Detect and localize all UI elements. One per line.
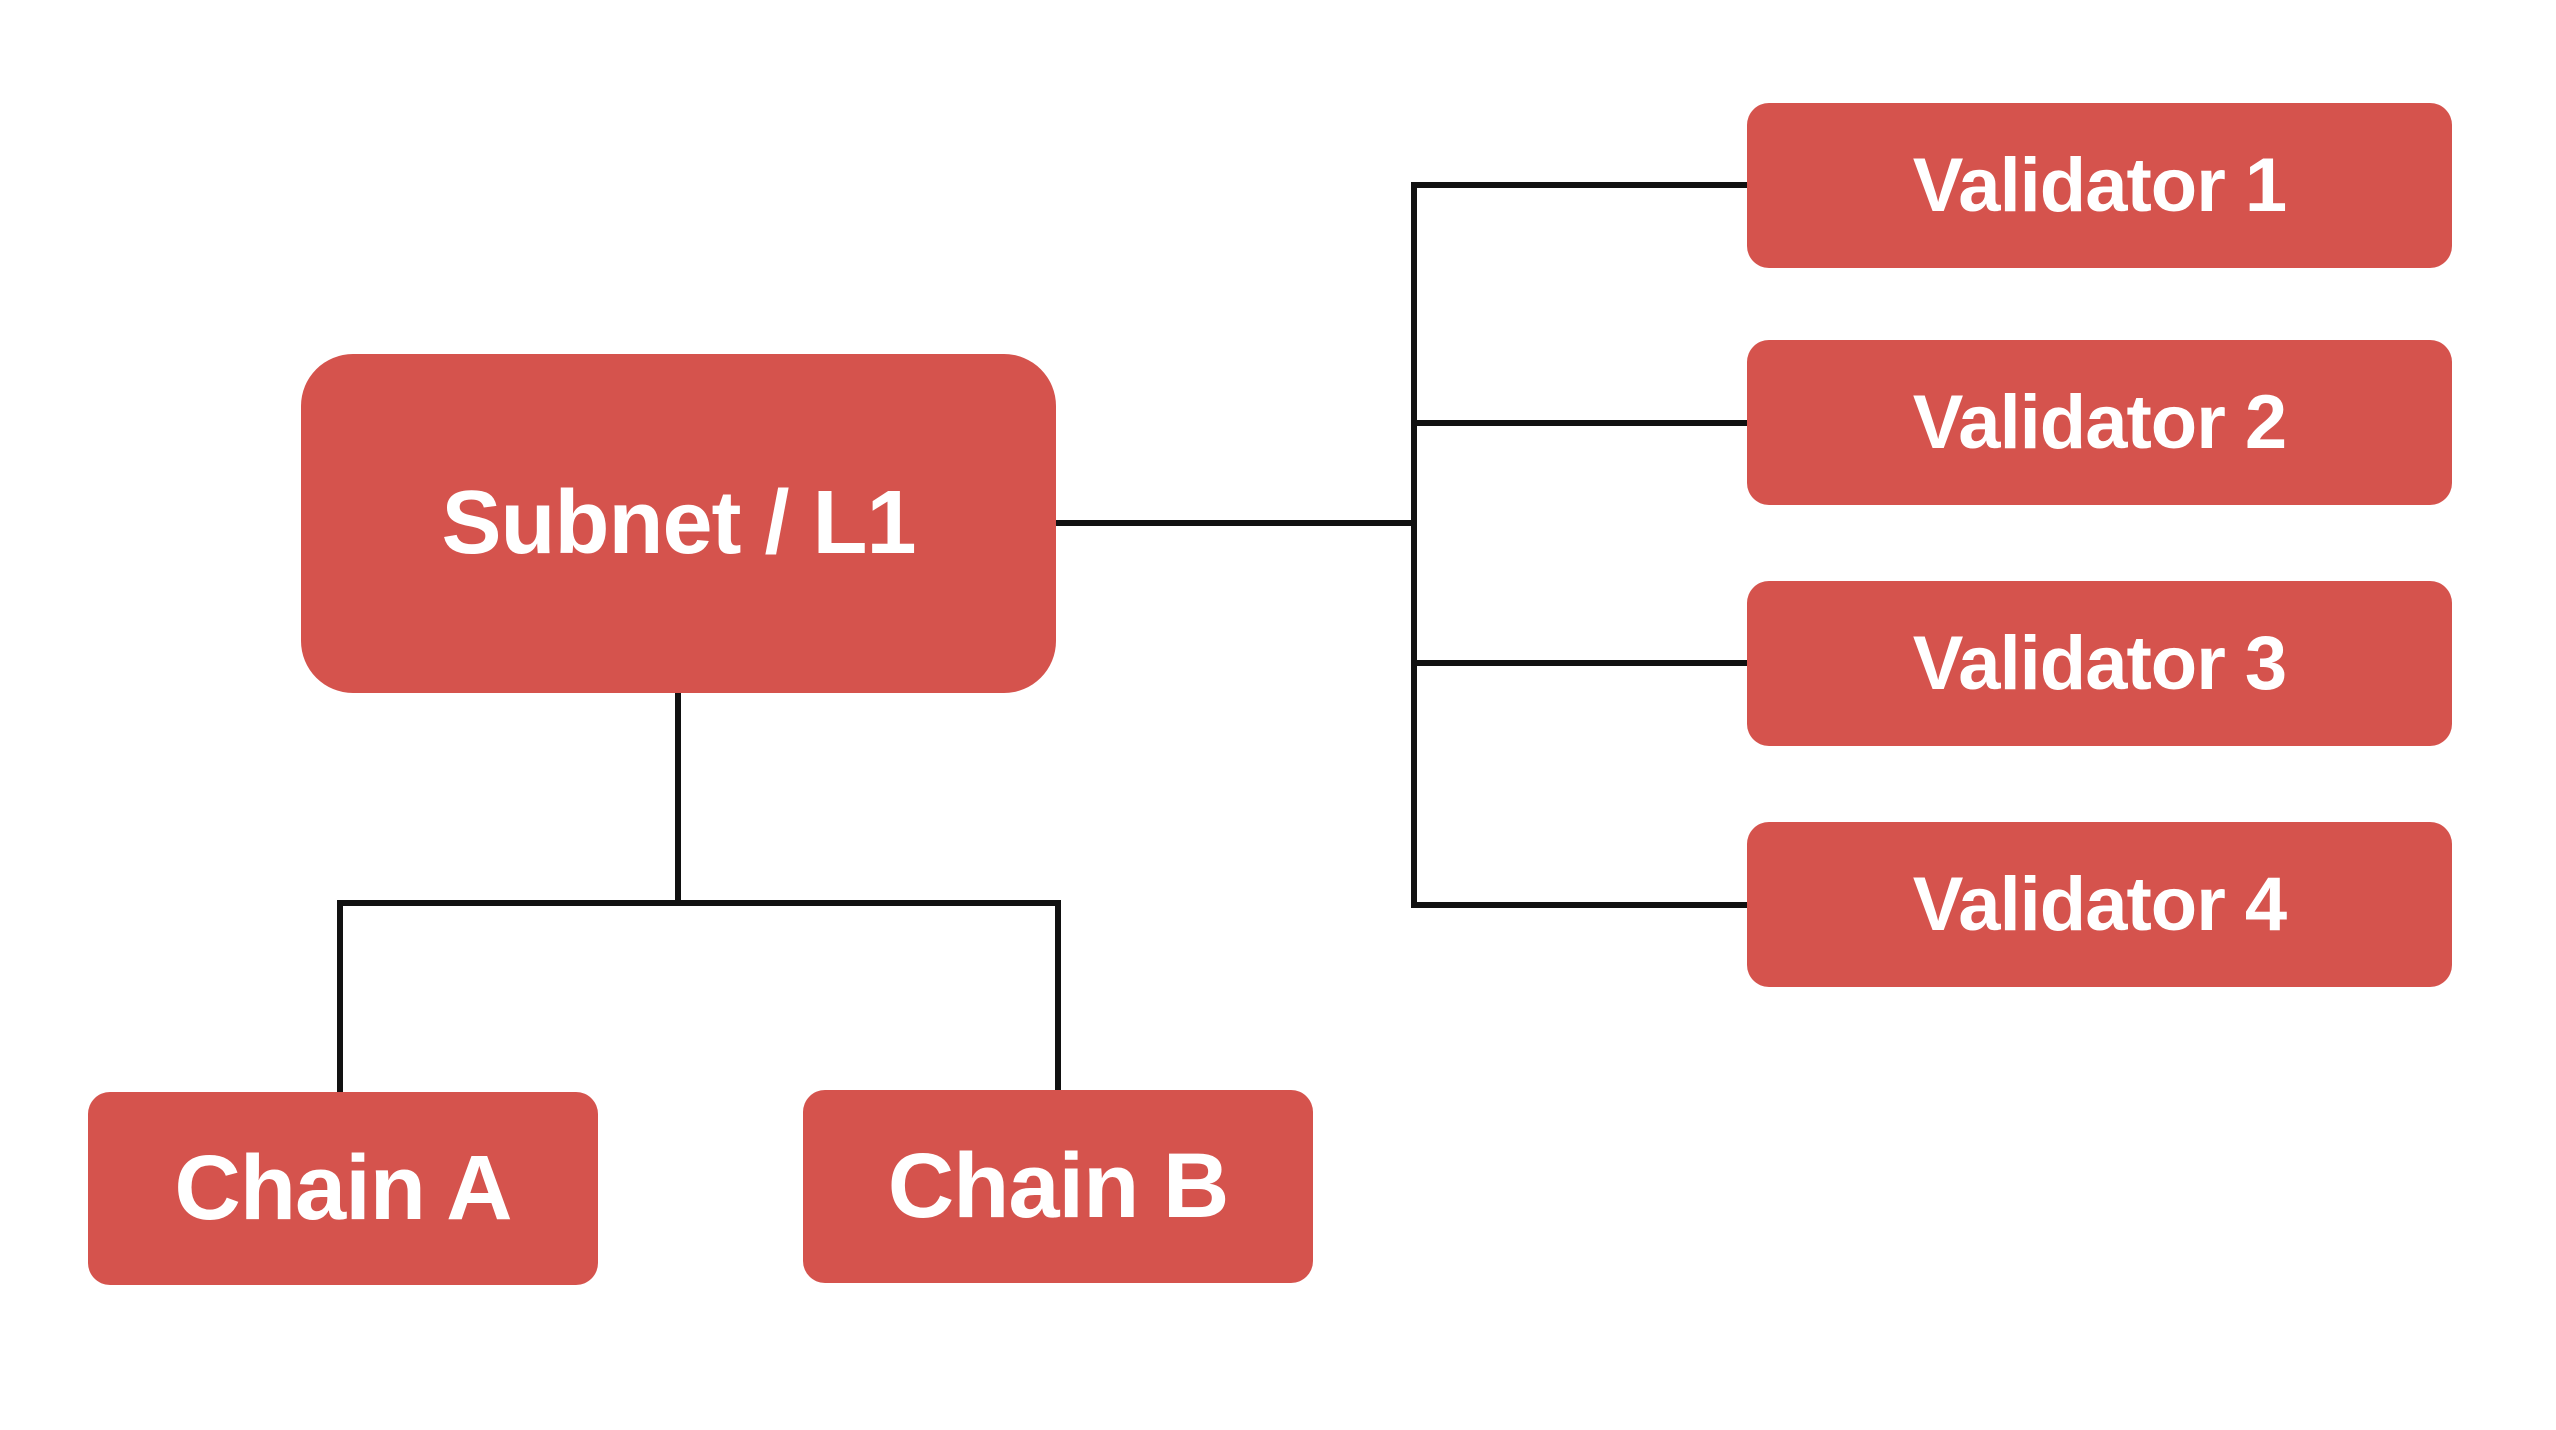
- subnet-l1-node: Subnet / L1: [301, 354, 1056, 693]
- subnet-l1-label: Subnet / L1: [441, 473, 916, 573]
- chain-a-node: Chain A: [88, 1092, 598, 1285]
- validator-1-label: Validator 1: [1912, 143, 2287, 228]
- bus-to-chain-b-line: [1055, 900, 1061, 1092]
- trunk-to-validator-1-line: [1411, 182, 1747, 188]
- subnet-to-chain-bus-line: [675, 693, 681, 906]
- bus-to-chain-a-line: [337, 900, 343, 1092]
- trunk-to-validator-4-line: [1411, 902, 1747, 908]
- validator-4-node: Validator 4: [1747, 822, 2452, 987]
- validator-trunk-line: [1411, 182, 1417, 908]
- chain-b-label: Chain B: [887, 1135, 1230, 1237]
- validator-2-label: Validator 2: [1912, 380, 2287, 465]
- subnet-to-trunk-line: [1056, 520, 1417, 526]
- validator-2-node: Validator 2: [1747, 340, 2452, 505]
- validator-3-label: Validator 3: [1912, 621, 2287, 706]
- chain-a-label: Chain A: [174, 1137, 512, 1239]
- chain-bus-line: [337, 900, 1061, 906]
- validator-4-label: Validator 4: [1912, 862, 2287, 947]
- trunk-to-validator-2-line: [1411, 420, 1747, 426]
- trunk-to-validator-3-line: [1411, 660, 1747, 666]
- validator-3-node: Validator 3: [1747, 581, 2452, 746]
- chain-b-node: Chain B: [803, 1090, 1313, 1283]
- validator-1-node: Validator 1: [1747, 103, 2452, 268]
